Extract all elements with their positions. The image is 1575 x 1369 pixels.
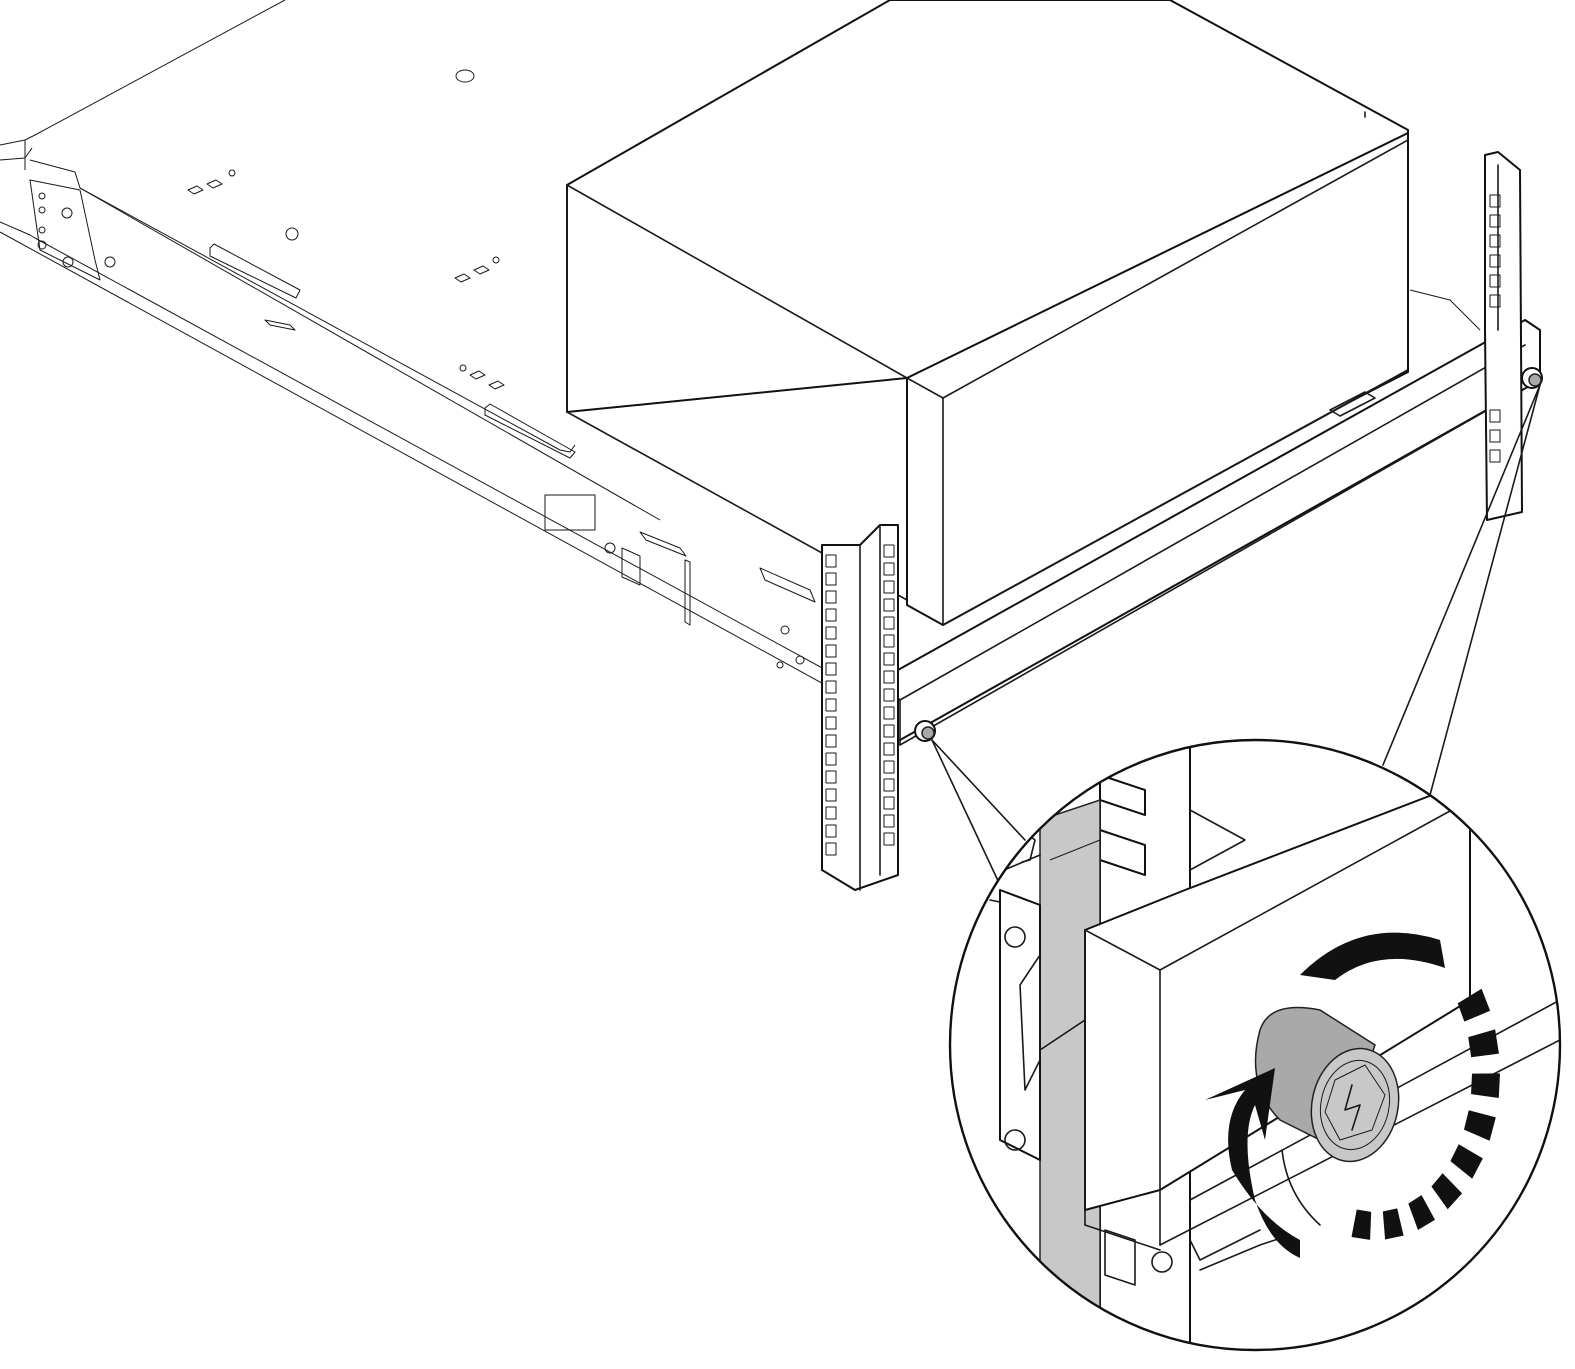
rack-post-hole <box>883 616 895 630</box>
rack-post-hole <box>825 770 837 784</box>
rotate-arrow-dash <box>1351 1209 1372 1240</box>
rotate-arrow-dash <box>1457 988 1491 1022</box>
rack-post-hole <box>883 724 895 738</box>
server-chassis <box>0 0 891 716</box>
rack-post-hole <box>883 544 895 558</box>
rack-post-front <box>821 524 899 891</box>
rack-post-hole <box>825 644 837 658</box>
rack-post-hole <box>825 734 837 748</box>
rack-post-hole <box>825 572 837 586</box>
rack-post-hole <box>825 680 837 694</box>
rack-post-hole <box>825 806 837 820</box>
rack-post-hole <box>883 562 895 576</box>
rack-post-hole <box>825 698 837 712</box>
rotate-arrow-dash <box>1463 1110 1496 1141</box>
rack-post-hole <box>825 752 837 766</box>
rack-post-hole <box>883 598 895 612</box>
thumbscrew-left <box>914 720 936 742</box>
rotate-arrow-dash <box>1450 1144 1483 1179</box>
rack-post-rear <box>1409 151 1523 521</box>
thumbscrew-zoomed <box>1254 1006 1400 1163</box>
rack-post-hole <box>883 814 895 828</box>
rack-post-hole <box>883 688 895 702</box>
thumbscrew-right <box>1521 367 1543 389</box>
rack-post-hole <box>825 608 837 622</box>
rack-post-hole <box>883 760 895 774</box>
rack-post-hole <box>883 778 895 792</box>
rack-post-hole <box>883 580 895 594</box>
rack-post-hole <box>883 670 895 684</box>
callout-leaders <box>931 384 1541 886</box>
rack-post-hole <box>825 554 837 568</box>
rack-post-hole <box>883 742 895 756</box>
rack-post-hole <box>883 706 895 720</box>
rack-post-hole <box>825 626 837 640</box>
rack-post-hole <box>825 590 837 604</box>
rack-post-hole <box>825 842 837 856</box>
rack-post-hole <box>883 832 895 846</box>
rack-post-hole <box>883 634 895 648</box>
rack-post-hole <box>825 824 837 838</box>
clockwise-rotate-arrow <box>1205 932 1500 1258</box>
rack-post-hole <box>825 662 837 676</box>
rotate-arrow-dash <box>1468 1029 1499 1058</box>
rotate-arrow-dash <box>1471 1073 1500 1099</box>
zoom-callout <box>948 738 1562 1352</box>
rotate-arrow-dash <box>1408 1195 1436 1230</box>
rotate-arrow-dash <box>1431 1173 1463 1210</box>
rack-post-hole <box>825 788 837 802</box>
component-box <box>566 0 1409 626</box>
rack-post-hole <box>883 652 895 666</box>
rotate-arrow-dash <box>1382 1208 1404 1240</box>
rack-post-hole <box>825 716 837 730</box>
rack-post-hole <box>883 796 895 810</box>
